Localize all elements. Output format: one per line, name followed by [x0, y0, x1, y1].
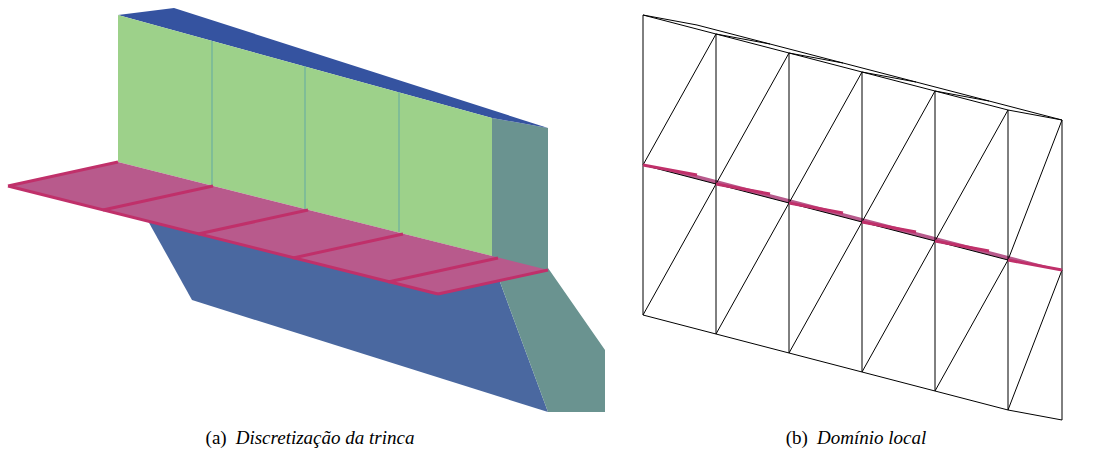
caption-text: Domínio local — [817, 427, 926, 450]
crack-segments — [643, 165, 1062, 270]
mesh-edges — [643, 15, 1062, 420]
local-domain — [643, 15, 1062, 420]
crack-strip — [643, 165, 1062, 270]
crack-discretization — [8, 8, 605, 412]
caption-text: (a) — [206, 427, 227, 450]
crack-segments — [103, 186, 548, 294]
crack-plane — [8, 162, 548, 294]
caption-text: (b) — [786, 427, 808, 450]
caption-text: Discretização da trinca — [236, 427, 415, 450]
